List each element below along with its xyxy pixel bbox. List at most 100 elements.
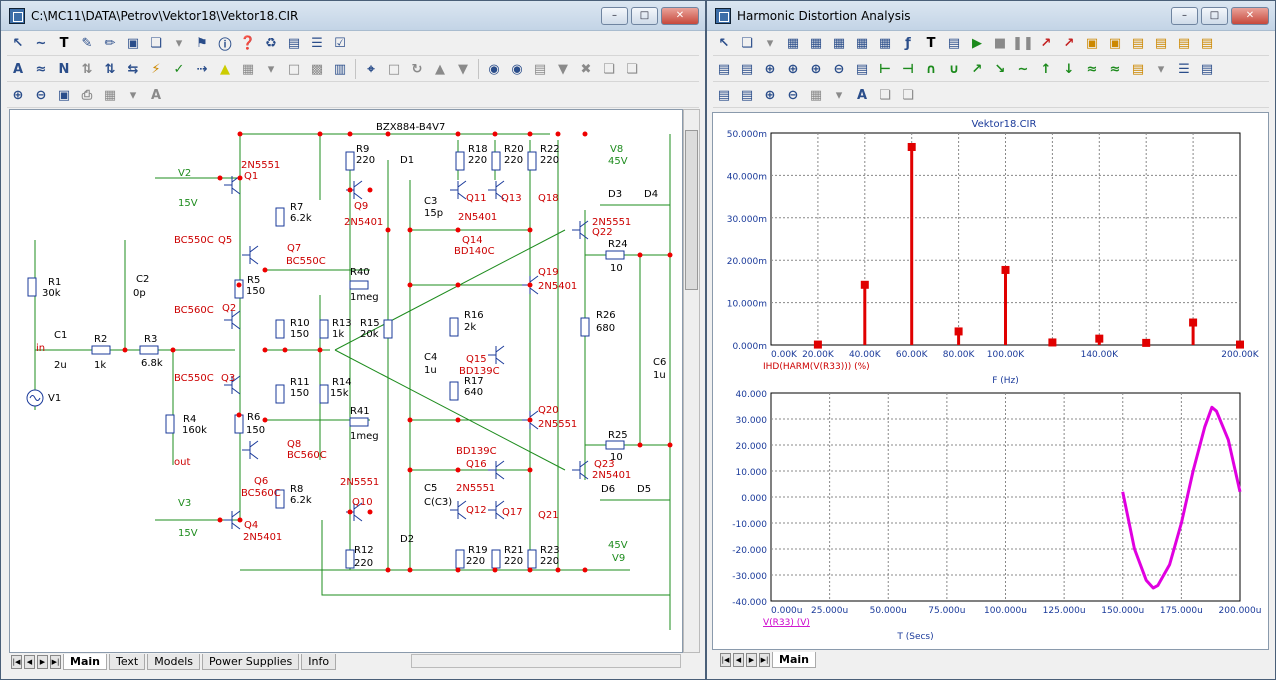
- schematic-label-c5v[interactable]: C(C3): [424, 497, 452, 508]
- harmonic-point[interactable]: [813, 340, 822, 349]
- schematic-label-r4[interactable]: R4: [183, 414, 196, 425]
- schematic-label-q17[interactable]: Q17: [502, 507, 523, 518]
- inflection-icon[interactable]: ∼: [1017, 61, 1029, 77]
- analysis-tab-main[interactable]: Main: [772, 652, 816, 668]
- schematic-label-r24v[interactable]: 10: [610, 263, 623, 274]
- tab-main[interactable]: Main: [63, 654, 107, 670]
- schematic-label-r22v[interactable]: 220: [540, 155, 559, 166]
- select-icon[interactable]: ↖: [12, 35, 24, 51]
- pause-icon[interactable]: ❚❚: [1012, 35, 1034, 51]
- schematic-label-q14m[interactable]: BD140C: [454, 246, 495, 257]
- probe-icon[interactable]: ⇢: [196, 61, 208, 77]
- schematic-label-r6[interactable]: R6: [247, 412, 260, 423]
- cursor-right-icon[interactable]: ⊣: [902, 61, 914, 77]
- properties-icon[interactable]: ▤: [287, 35, 301, 51]
- schematic-label-v9[interactable]: V9: [612, 553, 625, 564]
- schematic-label-c3[interactable]: C3: [424, 196, 437, 207]
- schematic-label-q10m[interactable]: 2N5551: [340, 477, 379, 488]
- cursor-mode-icon[interactable]: ↗: [1040, 35, 1052, 51]
- prev-tab-nav[interactable]: ◀: [24, 655, 35, 669]
- schematic-label-bc550c2[interactable]: BC550C: [174, 373, 214, 384]
- schematic-label-r19v[interactable]: 220: [466, 556, 485, 567]
- binoculars-icon[interactable]: ◉: [488, 61, 500, 77]
- peak-icon[interactable]: ∩: [925, 61, 937, 77]
- schematic-label-q2[interactable]: Q2: [222, 303, 236, 314]
- analysis-minimize-button[interactable]: –: [1171, 7, 1198, 25]
- schematic-label-d5[interactable]: D5: [637, 484, 651, 495]
- analysis-prev-tab-nav[interactable]: ◀: [733, 653, 744, 667]
- ruler-icon[interactable]: ▦: [878, 35, 892, 51]
- title-block-icon[interactable]: ▩: [310, 61, 324, 77]
- schematic-label-in[interactable]: in: [36, 343, 45, 354]
- tab-power-supplies[interactable]: Power Supplies: [202, 654, 300, 670]
- layout-icon[interactable]: ▦: [103, 87, 117, 103]
- scale-icon[interactable]: ▦: [786, 35, 800, 51]
- waveform-line[interactable]: [1121, 405, 1242, 590]
- report-icon[interactable]: ▤: [533, 61, 547, 77]
- schematic-label-v8[interactable]: V8: [610, 144, 623, 155]
- text-icon[interactable]: T: [59, 35, 69, 51]
- analysis-copy-icon[interactable]: ❏: [741, 35, 753, 51]
- rotate-icon[interactable]: ↻: [411, 61, 423, 77]
- schematic-label-r25v[interactable]: 10: [610, 452, 623, 463]
- properties2-icon[interactable]: ▤: [855, 61, 869, 77]
- schematic-label-r11v[interactable]: 150: [290, 388, 309, 399]
- schematic-label-q18[interactable]: Q18: [538, 193, 559, 204]
- component-icon[interactable]: ▣: [126, 35, 140, 51]
- schematic-label-c1[interactable]: C1: [54, 330, 67, 341]
- schematic-label-r3v[interactable]: 6.8k: [141, 358, 163, 369]
- zoom-analysis4-icon[interactable]: ⊖: [833, 61, 845, 77]
- schematic-label-q23[interactable]: Q23: [594, 459, 615, 470]
- pen-icon[interactable]: ✎: [81, 35, 93, 51]
- schematic-label-v9v[interactable]: 45V: [608, 540, 628, 551]
- schematic-label-q21[interactable]: Q21: [538, 510, 559, 521]
- stop-icon[interactable]: ■: [993, 35, 1007, 51]
- schematic-label-r26v[interactable]: 680: [596, 323, 615, 334]
- schematic-label-q13[interactable]: Q13: [501, 193, 522, 204]
- schematic-label-r9[interactable]: R9: [356, 144, 369, 155]
- schematic-label-q4[interactable]: Q4: [244, 520, 258, 531]
- schematic-label-q19[interactable]: Q19: [538, 267, 559, 278]
- node-numbers-icon[interactable]: N: [58, 61, 70, 77]
- analysis-first-tab-nav[interactable]: |◀: [720, 653, 731, 667]
- schematic-label-out[interactable]: out: [174, 457, 190, 468]
- harmonic-point[interactable]: [1142, 338, 1151, 347]
- run-icon[interactable]: ▶: [972, 35, 982, 51]
- schematic-label-c4[interactable]: C4: [424, 352, 437, 363]
- binoculars2-icon[interactable]: ◉: [511, 61, 523, 77]
- schematic-label-r18[interactable]: R18: [468, 144, 488, 155]
- schematic-label-r21[interactable]: R21: [504, 545, 524, 556]
- schematic-label-r15v[interactable]: 20k: [360, 329, 379, 340]
- analysis-layout-icon[interactable]: ▦: [809, 87, 823, 103]
- schematic-label-q22m[interactable]: 2N5551: [592, 217, 631, 228]
- harmonic-point[interactable]: [954, 327, 963, 336]
- clipboard-dropdown-icon[interactable]: ▾: [1157, 61, 1165, 77]
- zoom-analysis3-icon[interactable]: ⊕: [810, 61, 822, 77]
- schematic-label-v1[interactable]: V1: [48, 393, 61, 404]
- schematic-label-q5[interactable]: Q5: [218, 235, 232, 246]
- zoom-out-icon[interactable]: ⊖: [35, 87, 47, 103]
- info-icon[interactable]: ⓘ: [218, 37, 232, 53]
- schematic-label-q7[interactable]: Q7: [287, 243, 301, 254]
- schematic-label-r40[interactable]: R40: [350, 267, 370, 278]
- schematic-label-q8m[interactable]: BC560C: [287, 450, 327, 461]
- schematic-label-r20v[interactable]: 220: [504, 155, 523, 166]
- schematic-label-q20[interactable]: Q20: [538, 405, 559, 416]
- schematic-label-r10[interactable]: R10: [290, 318, 310, 329]
- stop-circle-icon[interactable]: ✖: [580, 61, 592, 77]
- schematic-label-r40v[interactable]: 1meg: [350, 292, 379, 303]
- analysis-select-icon[interactable]: ↖: [718, 35, 730, 51]
- schematic-label-r14[interactable]: R14: [332, 377, 352, 388]
- schematic-label-q8[interactable]: Q8: [287, 439, 301, 450]
- schematic-label-r1[interactable]: R1: [48, 277, 61, 288]
- harmonic-point[interactable]: [1001, 265, 1010, 274]
- schematic-label-q15m[interactable]: BD139C: [459, 366, 500, 377]
- list-icon[interactable]: ☰: [311, 35, 323, 51]
- cursor-mode2-icon[interactable]: ↗: [1063, 35, 1075, 51]
- analysis-dropdown-icon[interactable]: ▾: [766, 35, 774, 51]
- harmonic-point[interactable]: [1236, 340, 1244, 349]
- zoom-fit-icon[interactable]: ▣: [57, 87, 71, 103]
- tab-text[interactable]: Text: [108, 654, 146, 670]
- schematic-label-q20m[interactable]: 2N5551: [538, 419, 577, 430]
